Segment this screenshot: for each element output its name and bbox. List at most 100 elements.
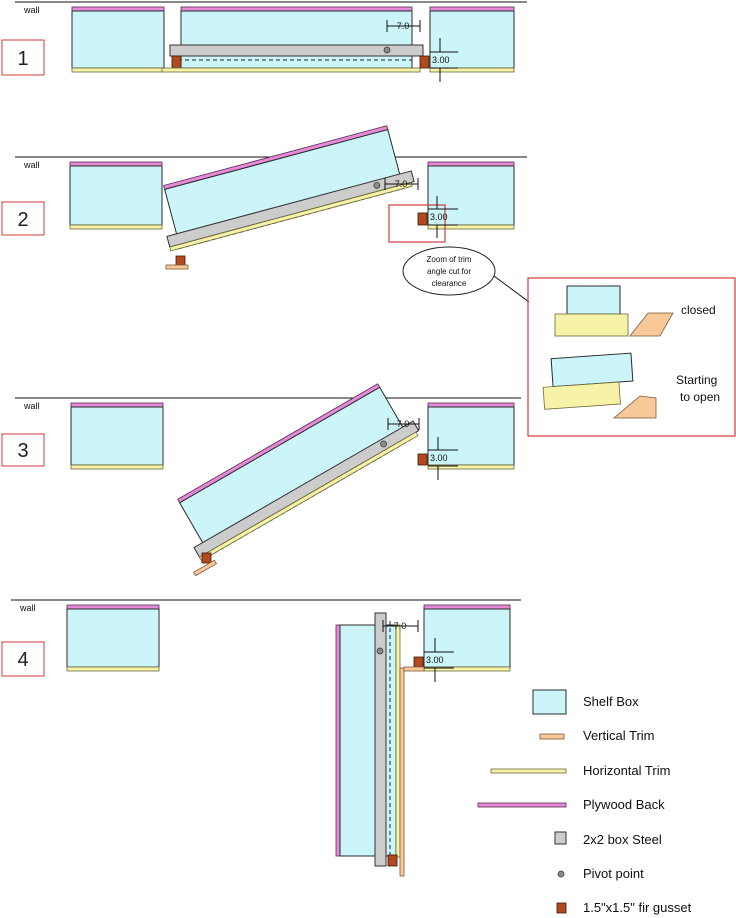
callout-line-3: clearance — [432, 279, 467, 288]
steel-bar — [169, 44, 424, 57]
zoom-label-opening-2: to open — [680, 390, 720, 404]
zoom-callout — [402, 246, 496, 296]
shelf-box-right — [423, 608, 511, 668]
wall-label: wall — [23, 401, 40, 411]
shelf-box-right — [427, 406, 515, 466]
vertical-trim — [403, 666, 425, 672]
legend-swatch-shelf-box — [532, 689, 567, 715]
rotated-door — [177, 383, 420, 562]
gusset — [419, 55, 430, 69]
callout-line-2: angle cut for — [427, 267, 471, 276]
plywood-back — [423, 604, 511, 610]
vertical-trim — [193, 559, 217, 577]
legend-label-vertical-trim: Vertical Trim — [583, 728, 655, 743]
shelf-box-left — [70, 406, 164, 466]
step-number-box — [1, 433, 45, 467]
zoom-vtrim-opening — [612, 395, 657, 419]
horizontal-trim — [427, 224, 515, 230]
legend-swatch-vertical-trim — [539, 733, 565, 740]
zoom-label-closed: closed — [681, 303, 716, 317]
legend-label-pivot: Pivot point — [583, 866, 644, 881]
wall-label: wall — [23, 160, 40, 170]
horizontal-trim — [395, 624, 401, 858]
horizontal-trim — [66, 666, 160, 672]
legend: Shelf Box Vertical Trim Horizontal Trim … — [477, 689, 692, 915]
gusset — [175, 255, 186, 267]
dimension-offset: 7.0 — [397, 21, 410, 31]
gusset — [417, 453, 428, 466]
shelf-box-door — [180, 10, 413, 69]
legend-swatch-plywood-back — [477, 802, 567, 808]
horizontal-trim — [429, 67, 515, 73]
step-number-box — [1, 201, 45, 236]
dimension-offset: 7.0 — [397, 419, 410, 429]
zoom-frame — [527, 277, 736, 437]
gusset — [387, 854, 398, 867]
legend-label-horizontal-trim: Horizontal Trim — [583, 763, 670, 778]
horizontal-trim — [71, 67, 165, 73]
plywood-back — [427, 402, 515, 408]
pivot-point — [380, 440, 387, 448]
plywood-back — [71, 6, 165, 12]
dimension-height: 3.00 — [430, 212, 448, 222]
legend-label-gusset: 1.5"x1.5" fir gusset — [583, 900, 692, 915]
legend-label-plywood-back: Plywood Back — [583, 797, 665, 812]
vertical-trim — [165, 264, 189, 270]
legend-swatch-horizontal-trim — [490, 768, 567, 774]
gusset — [413, 656, 424, 668]
legend-swatch-pivot — [557, 870, 565, 878]
step-2-panel: wall 2 7.0 3.00 Zoom o — [1, 125, 530, 303]
pivot-point — [373, 181, 381, 189]
zoom-box-closed — [566, 285, 621, 315]
gusset — [417, 212, 428, 226]
wall-label: wall — [19, 603, 36, 613]
zoom-box-opening — [550, 352, 634, 388]
step-number: 4 — [17, 649, 28, 671]
step-number-box — [1, 39, 45, 76]
step-4-panel: wall 4 7.0 3.00 — [1, 599, 521, 877]
horizontal-trim — [198, 431, 419, 562]
step-number: 3 — [17, 440, 28, 462]
shelf-box-door — [339, 624, 397, 857]
shelf-box-left — [69, 165, 163, 226]
step-number: 1 — [17, 48, 28, 70]
zoom-panel: closed Starting to open — [527, 277, 736, 437]
dimension-offset: 7.0 — [395, 179, 408, 189]
wall-label: wall — [23, 5, 40, 15]
dimension-offset: 7.0 — [394, 621, 407, 631]
zoom-htrim-opening — [542, 381, 621, 410]
shelf-box-left — [66, 608, 160, 668]
zoom-htrim-closed — [554, 313, 629, 337]
steel-bar — [374, 612, 387, 867]
dimension-height: 3.00 — [426, 655, 444, 665]
shelf-box-door — [178, 386, 409, 553]
legend-swatch-steel — [554, 831, 567, 845]
gusset — [201, 552, 212, 564]
shelf-box-left — [71, 10, 165, 69]
horizontal-trim — [70, 464, 164, 470]
gusset — [171, 55, 182, 69]
plywood-back — [335, 624, 341, 857]
zoom-vtrim-closed — [629, 312, 674, 337]
zoom-label-opening-1: Starting — [676, 373, 717, 387]
step-number-box — [1, 641, 45, 677]
pivot-point — [376, 647, 384, 655]
shelf-box-right — [429, 10, 515, 69]
plywood-back — [66, 604, 160, 610]
legend-label-shelf-box: Shelf Box — [583, 694, 639, 709]
step-number: 2 — [17, 209, 28, 231]
plywood-back — [180, 6, 413, 12]
plywood-back — [429, 6, 515, 12]
vertical-trim — [399, 667, 405, 877]
horizontal-trim — [161, 67, 421, 73]
dimension-height: 3.00 — [432, 55, 450, 65]
rotated-door — [163, 125, 415, 252]
dimension-height: 3.00 — [430, 453, 448, 463]
legend-swatch-gusset — [556, 902, 567, 914]
plywood-back — [70, 402, 164, 408]
plywood-back — [69, 161, 163, 167]
callout-line-1: Zoom of trim — [427, 255, 472, 264]
pivot-point — [383, 46, 391, 54]
